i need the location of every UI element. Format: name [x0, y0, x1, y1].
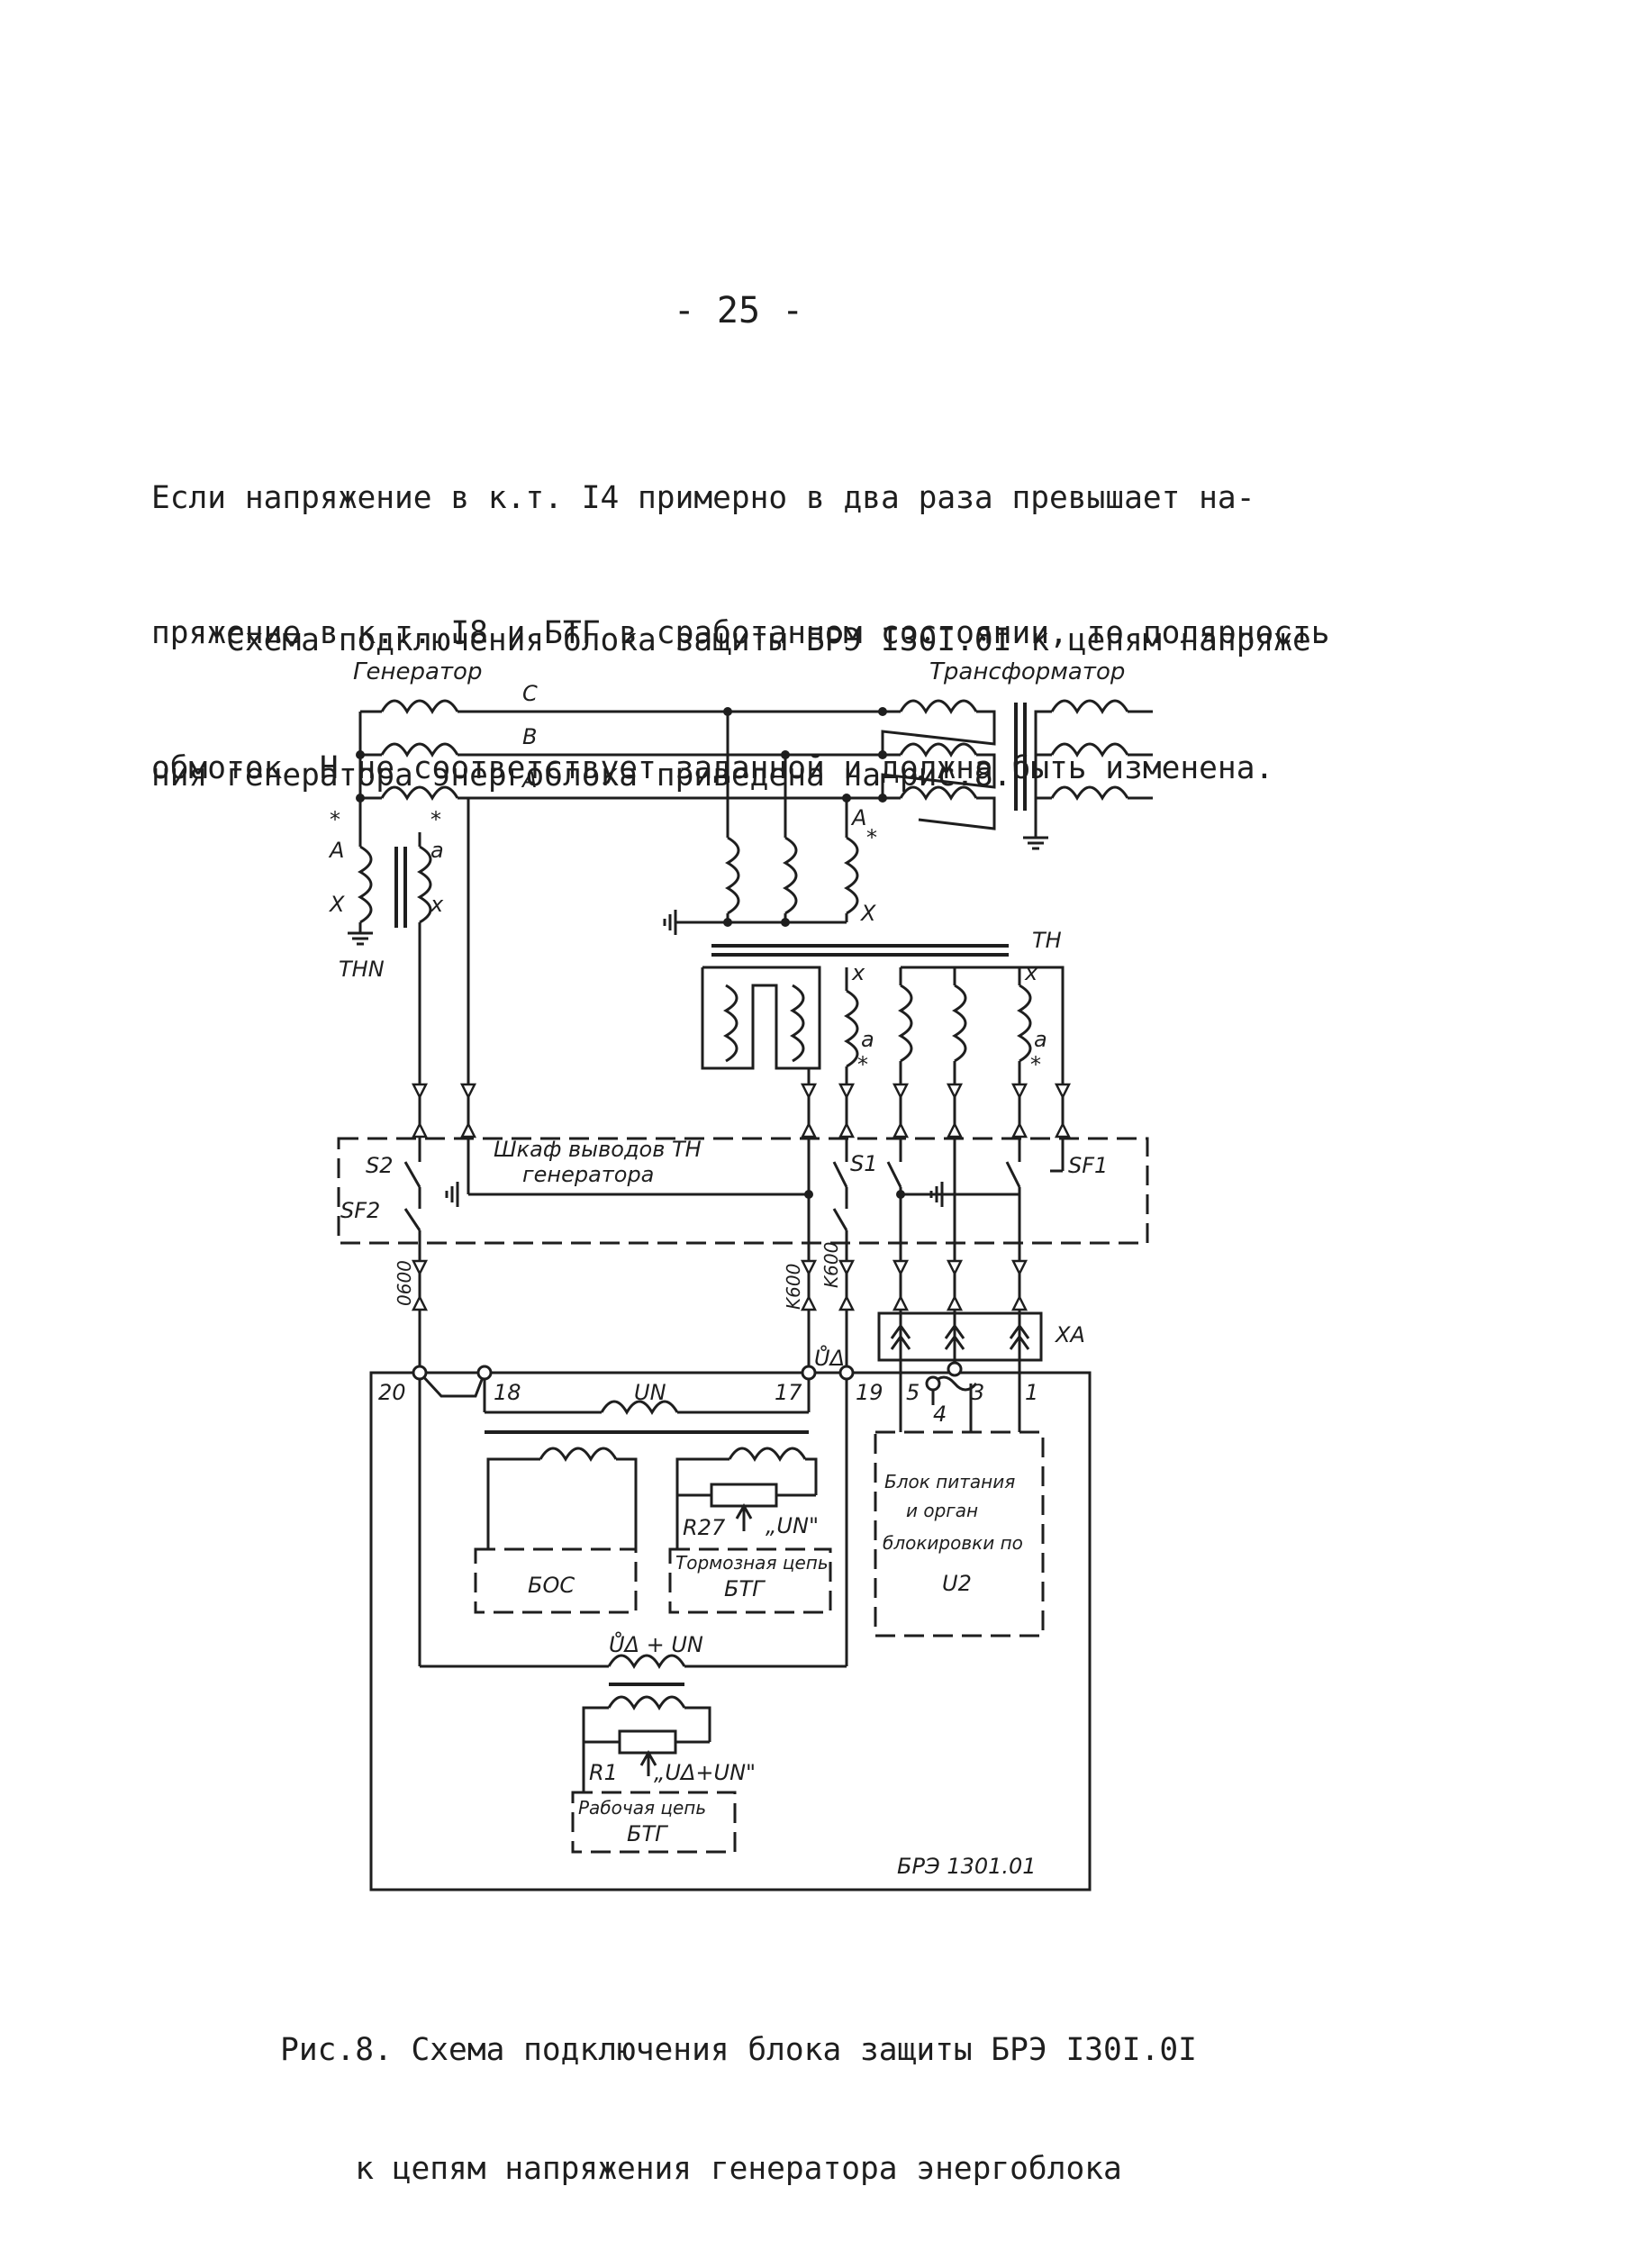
- s2-label: S2: [366, 1153, 394, 1178]
- u-sum-work-label: „UΔ+UN": [654, 1760, 756, 1785]
- page-number: - 25 -: [673, 290, 804, 331]
- th-sec-star1-label: *: [857, 1052, 868, 1077]
- th-star-label: *: [866, 825, 877, 850]
- power-block-line3: блокировки по: [883, 1532, 1023, 1554]
- figure-caption-line: Рис.8. Схема подключения блока защиты БР…: [280, 2032, 1197, 2068]
- terminal-5: 5: [906, 1380, 920, 1405]
- transformer-label: Трансформатор: [929, 658, 1125, 685]
- thn-x-secondary-label: x: [430, 892, 444, 917]
- wire-k600-label: K600: [783, 1264, 804, 1310]
- brake-circuit-line1: Тормозная цепь: [675, 1552, 829, 1574]
- thn-star-label: *: [330, 807, 340, 832]
- phase-b-label: B: [522, 724, 537, 749]
- paragraph-2-line: ния генератора энергоблока приведена на …: [151, 758, 1012, 794]
- phase-a-label: A: [521, 767, 537, 793]
- un-brake-label: „UN": [766, 1513, 819, 1538]
- terminal-19: 19: [856, 1380, 883, 1405]
- paragraph-1-line: пряжение в к.т. I8 и БТГ в сработанном с…: [151, 615, 1330, 651]
- bos-label: БОС: [528, 1573, 575, 1598]
- power-block-line4: U2: [942, 1571, 972, 1596]
- generator-label: Генератор: [353, 658, 482, 685]
- figure-caption: Рис.8. Схема подключения блока защиты БР…: [0, 1951, 1477, 2268]
- power-block-line1: Блок питания: [884, 1471, 1015, 1492]
- terminal-3: 3: [971, 1380, 984, 1405]
- thn-a-secondary-label: a: [430, 838, 444, 863]
- phase-c-label: C: [522, 681, 538, 706]
- thn-x-primary-label: X: [328, 892, 345, 917]
- terminal-4: 4: [933, 1402, 947, 1427]
- figure-caption-line: к цепям напряжения генератора энергоблок…: [355, 2151, 1122, 2187]
- th-sec-star2-label: *: [1030, 1052, 1041, 1077]
- wire-0600-label: 0600: [394, 1260, 415, 1306]
- s1-label: S1: [850, 1151, 878, 1176]
- work-circuit-line1: Рабочая цепь: [578, 1797, 706, 1819]
- terminal-18: 18: [494, 1380, 521, 1405]
- thn-star-secondary: *: [430, 807, 441, 832]
- paragraph-2: Схема подключения блока защиты БРЭ I30I.…: [151, 528, 1330, 888]
- paragraph-2-line: Схема подключения блока защиты БРЭ I30I.…: [151, 622, 1330, 658]
- cabinet-label-line2: генератора: [522, 1162, 654, 1187]
- paragraph-1: Если напряжение в к.т. I4 примерно в два…: [151, 386, 1330, 881]
- th-sec-x2-label: x: [1024, 960, 1038, 985]
- terminal-17: 17: [775, 1380, 802, 1405]
- u-delta-label: ŮΔ: [814, 1344, 845, 1371]
- th-x-label: X: [859, 901, 876, 926]
- th-a-label: A: [850, 805, 866, 830]
- terminal-1: 1: [1025, 1380, 1038, 1405]
- work-circuit-line2: БТГ: [627, 1821, 668, 1846]
- r27-label: R27: [683, 1515, 726, 1540]
- cabinet-label-line1: Шкаф выводов TH: [494, 1137, 702, 1162]
- th-label: TH: [1032, 928, 1062, 953]
- sf2-label: SF2: [340, 1198, 380, 1223]
- th-sec-a1-label: a: [861, 1027, 874, 1052]
- block-name-label: БРЭ 1301.01: [897, 1854, 1037, 1879]
- brake-circuit-line2: БТГ: [724, 1576, 766, 1601]
- power-block-line2: и орган: [906, 1500, 978, 1521]
- sf1-label: SF1: [1068, 1153, 1108, 1178]
- u-sum-label: ŮΔ + UN: [609, 1630, 703, 1657]
- terminal-20: 20: [378, 1380, 406, 1405]
- xa-label: XA: [1054, 1322, 1085, 1347]
- wire-k600b-label: K600: [820, 1242, 842, 1288]
- thn-a-primary-label: A: [328, 838, 344, 863]
- th-sec-a2-label: a: [1034, 1027, 1047, 1052]
- paragraph-1-line: Если напряжение в к.т. I4 примерно в два…: [151, 480, 1255, 516]
- th-sec-x1-label: x: [851, 960, 865, 985]
- thn-label: THN: [339, 957, 385, 982]
- r1-label: R1: [589, 1760, 618, 1785]
- un-winding-label: UN: [634, 1380, 666, 1405]
